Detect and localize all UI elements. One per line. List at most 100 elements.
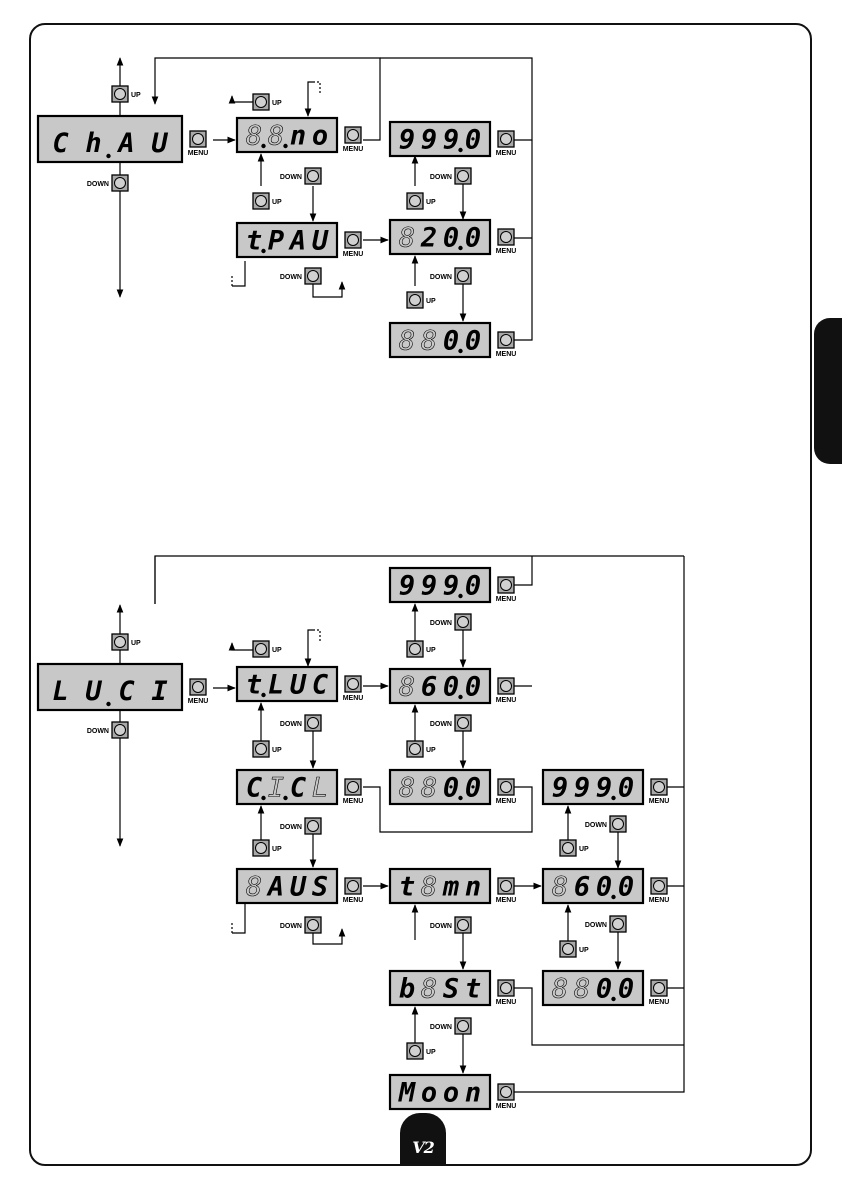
button-label: UP — [272, 199, 282, 206]
up-button-v00b[interactable]: UP — [406, 740, 436, 758]
button-label: MENU — [496, 897, 517, 904]
display-char: t — [399, 872, 415, 903]
down-button-v600b[interactable]: DOWN — [585, 915, 627, 933]
menu-button-no[interactable]: MENU — [343, 126, 364, 153]
menu-button-mon[interactable]: MENU — [496, 1083, 517, 1110]
menu-button-v9990a[interactable]: MENU — [496, 130, 517, 157]
button-knob — [255, 842, 267, 854]
display-char: n — [465, 872, 481, 903]
button-label: MENU — [496, 1103, 517, 1110]
down-button-chau[interactable]: DOWN — [87, 174, 129, 192]
display-char: 0 — [465, 571, 481, 602]
up-button-chau[interactable]: UP — [111, 85, 141, 103]
display-char: I — [268, 773, 284, 804]
up-button-v00a[interactable]: UP — [406, 291, 436, 309]
up-button-v00c[interactable]: UP — [559, 940, 589, 958]
display-char: C — [118, 676, 135, 707]
connector — [312, 928, 346, 945]
button-label: MENU — [188, 150, 209, 157]
button-knob — [192, 133, 204, 145]
down-button-tluc[interactable]: DOWN — [280, 714, 322, 732]
display-dot — [458, 795, 463, 801]
display-char: h — [85, 128, 101, 159]
display-dot — [261, 692, 266, 698]
down-button-aus[interactable]: DOWN — [280, 916, 322, 934]
button-label: DOWN — [585, 822, 607, 829]
menu-button-v00b[interactable]: MENU — [496, 778, 517, 805]
up-button-no[interactable]: UP — [252, 93, 282, 111]
menu-button-v00c[interactable]: MENU — [649, 979, 670, 1006]
button-label: MENU — [496, 596, 517, 603]
down-button-tpau[interactable]: DOWN — [280, 267, 322, 285]
display-char: 8 — [399, 672, 415, 703]
display-char: S — [312, 872, 328, 903]
display-char: o — [312, 121, 328, 152]
down-button-no[interactable]: DOWN — [280, 167, 322, 185]
up-button-v600b[interactable]: UP — [559, 839, 589, 857]
down-button-v600a[interactable]: DOWN — [430, 714, 472, 732]
button-label: MENU — [343, 251, 364, 258]
menu-button-v9990c[interactable]: MENU — [649, 778, 670, 805]
up-button-aus[interactable]: UP — [252, 839, 282, 857]
up-button-mon[interactable]: UP — [406, 1042, 436, 1060]
menu-button-v600b[interactable]: MENU — [649, 877, 670, 904]
down-button-luci[interactable]: DOWN — [87, 721, 129, 739]
menu-button-tluc[interactable]: MENU — [343, 675, 364, 702]
menu-button-v00a[interactable]: MENU — [496, 331, 517, 358]
display-char: P — [268, 226, 284, 257]
up-button-tpau[interactable]: UP — [252, 192, 282, 210]
up-button-v200[interactable]: UP — [406, 192, 436, 210]
down-button-best[interactable]: DOWN — [430, 1017, 472, 1035]
menu-button-tpau[interactable]: MENU — [343, 231, 364, 258]
button-label: DOWN — [430, 1024, 452, 1031]
down-button-v9990b[interactable]: DOWN — [430, 613, 472, 631]
display-char: 9 — [421, 571, 437, 602]
button-label: UP — [426, 647, 436, 654]
down-button-tim[interactable]: DOWN — [430, 916, 472, 934]
button-knob — [612, 818, 624, 830]
up-button-luci[interactable]: UP — [111, 633, 141, 651]
button-label: DOWN — [430, 174, 452, 181]
button-knob — [192, 681, 204, 693]
button-label: MENU — [343, 146, 364, 153]
display-char: 8 — [399, 223, 415, 254]
connector — [304, 81, 313, 117]
menu-button-v200[interactable]: MENU — [496, 228, 517, 255]
display-frame — [388, 218, 492, 256]
menu-button-v9990b[interactable]: MENU — [496, 576, 517, 603]
display-dot — [458, 245, 463, 251]
display-char: 8 — [246, 872, 262, 903]
display-char: o — [443, 1078, 459, 1109]
menu-button-luci[interactable]: MENU — [188, 678, 209, 705]
menu-button-chau[interactable]: MENU — [188, 130, 209, 157]
down-button-v200[interactable]: DOWN — [430, 267, 472, 285]
menu-button-v600a[interactable]: MENU — [496, 677, 517, 704]
up-button-tluc[interactable]: UP — [252, 640, 282, 658]
display-char: 0 — [465, 773, 481, 804]
button-knob — [409, 743, 421, 755]
button-label: MENU — [649, 999, 670, 1006]
up-button-cicl[interactable]: UP — [252, 740, 282, 758]
menu-button-cicl[interactable]: MENU — [343, 778, 364, 805]
display-char: 0 — [443, 223, 459, 254]
display-char: U — [312, 226, 329, 257]
button-knob — [409, 643, 421, 655]
display-frame — [541, 867, 645, 905]
connector — [506, 987, 684, 1046]
display-char: b — [399, 974, 415, 1005]
down-button-v9990c[interactable]: DOWN — [585, 815, 627, 833]
down-button-cicl[interactable]: DOWN — [280, 817, 322, 835]
button-label: MENU — [649, 798, 670, 805]
menu-button-aus[interactable]: MENU — [343, 877, 364, 904]
down-button-v9990a[interactable]: DOWN — [430, 167, 472, 185]
menu-button-best[interactable]: MENU — [496, 979, 517, 1006]
menu-button-tim[interactable]: MENU — [496, 877, 517, 904]
button-knob — [500, 982, 512, 994]
up-button-v600a[interactable]: UP — [406, 640, 436, 658]
